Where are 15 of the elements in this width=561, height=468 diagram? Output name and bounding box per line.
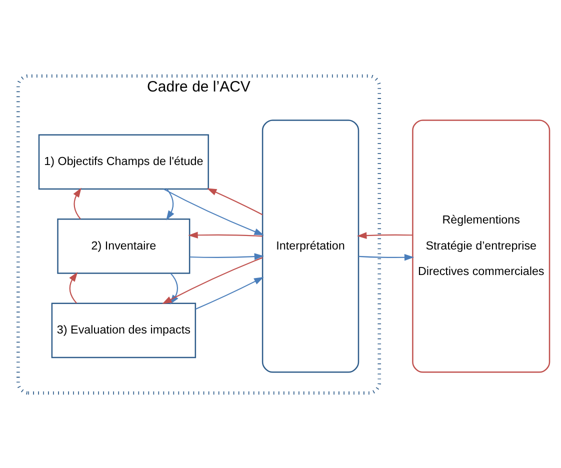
arrow — [69, 271, 78, 303]
arrow — [206, 188, 263, 215]
arrow — [195, 276, 264, 310]
node-box: Interprétation — [262, 119, 360, 372]
arrow — [190, 252, 264, 260]
arrow — [163, 188, 264, 235]
node-box: 1) Objectifs Champs de l'étude — [38, 134, 209, 190]
node-box: Règlementions Stratégie d’entreprise Directives commerciales — [412, 119, 550, 372]
arrow — [357, 232, 412, 238]
arrow — [73, 187, 82, 219]
arrow — [358, 254, 414, 260]
node-box: 3) Evaluation des impacts — [51, 302, 196, 358]
arrow — [188, 231, 262, 238]
node-box: 2) Inventaire — [57, 218, 190, 274]
arrow — [166, 188, 174, 220]
